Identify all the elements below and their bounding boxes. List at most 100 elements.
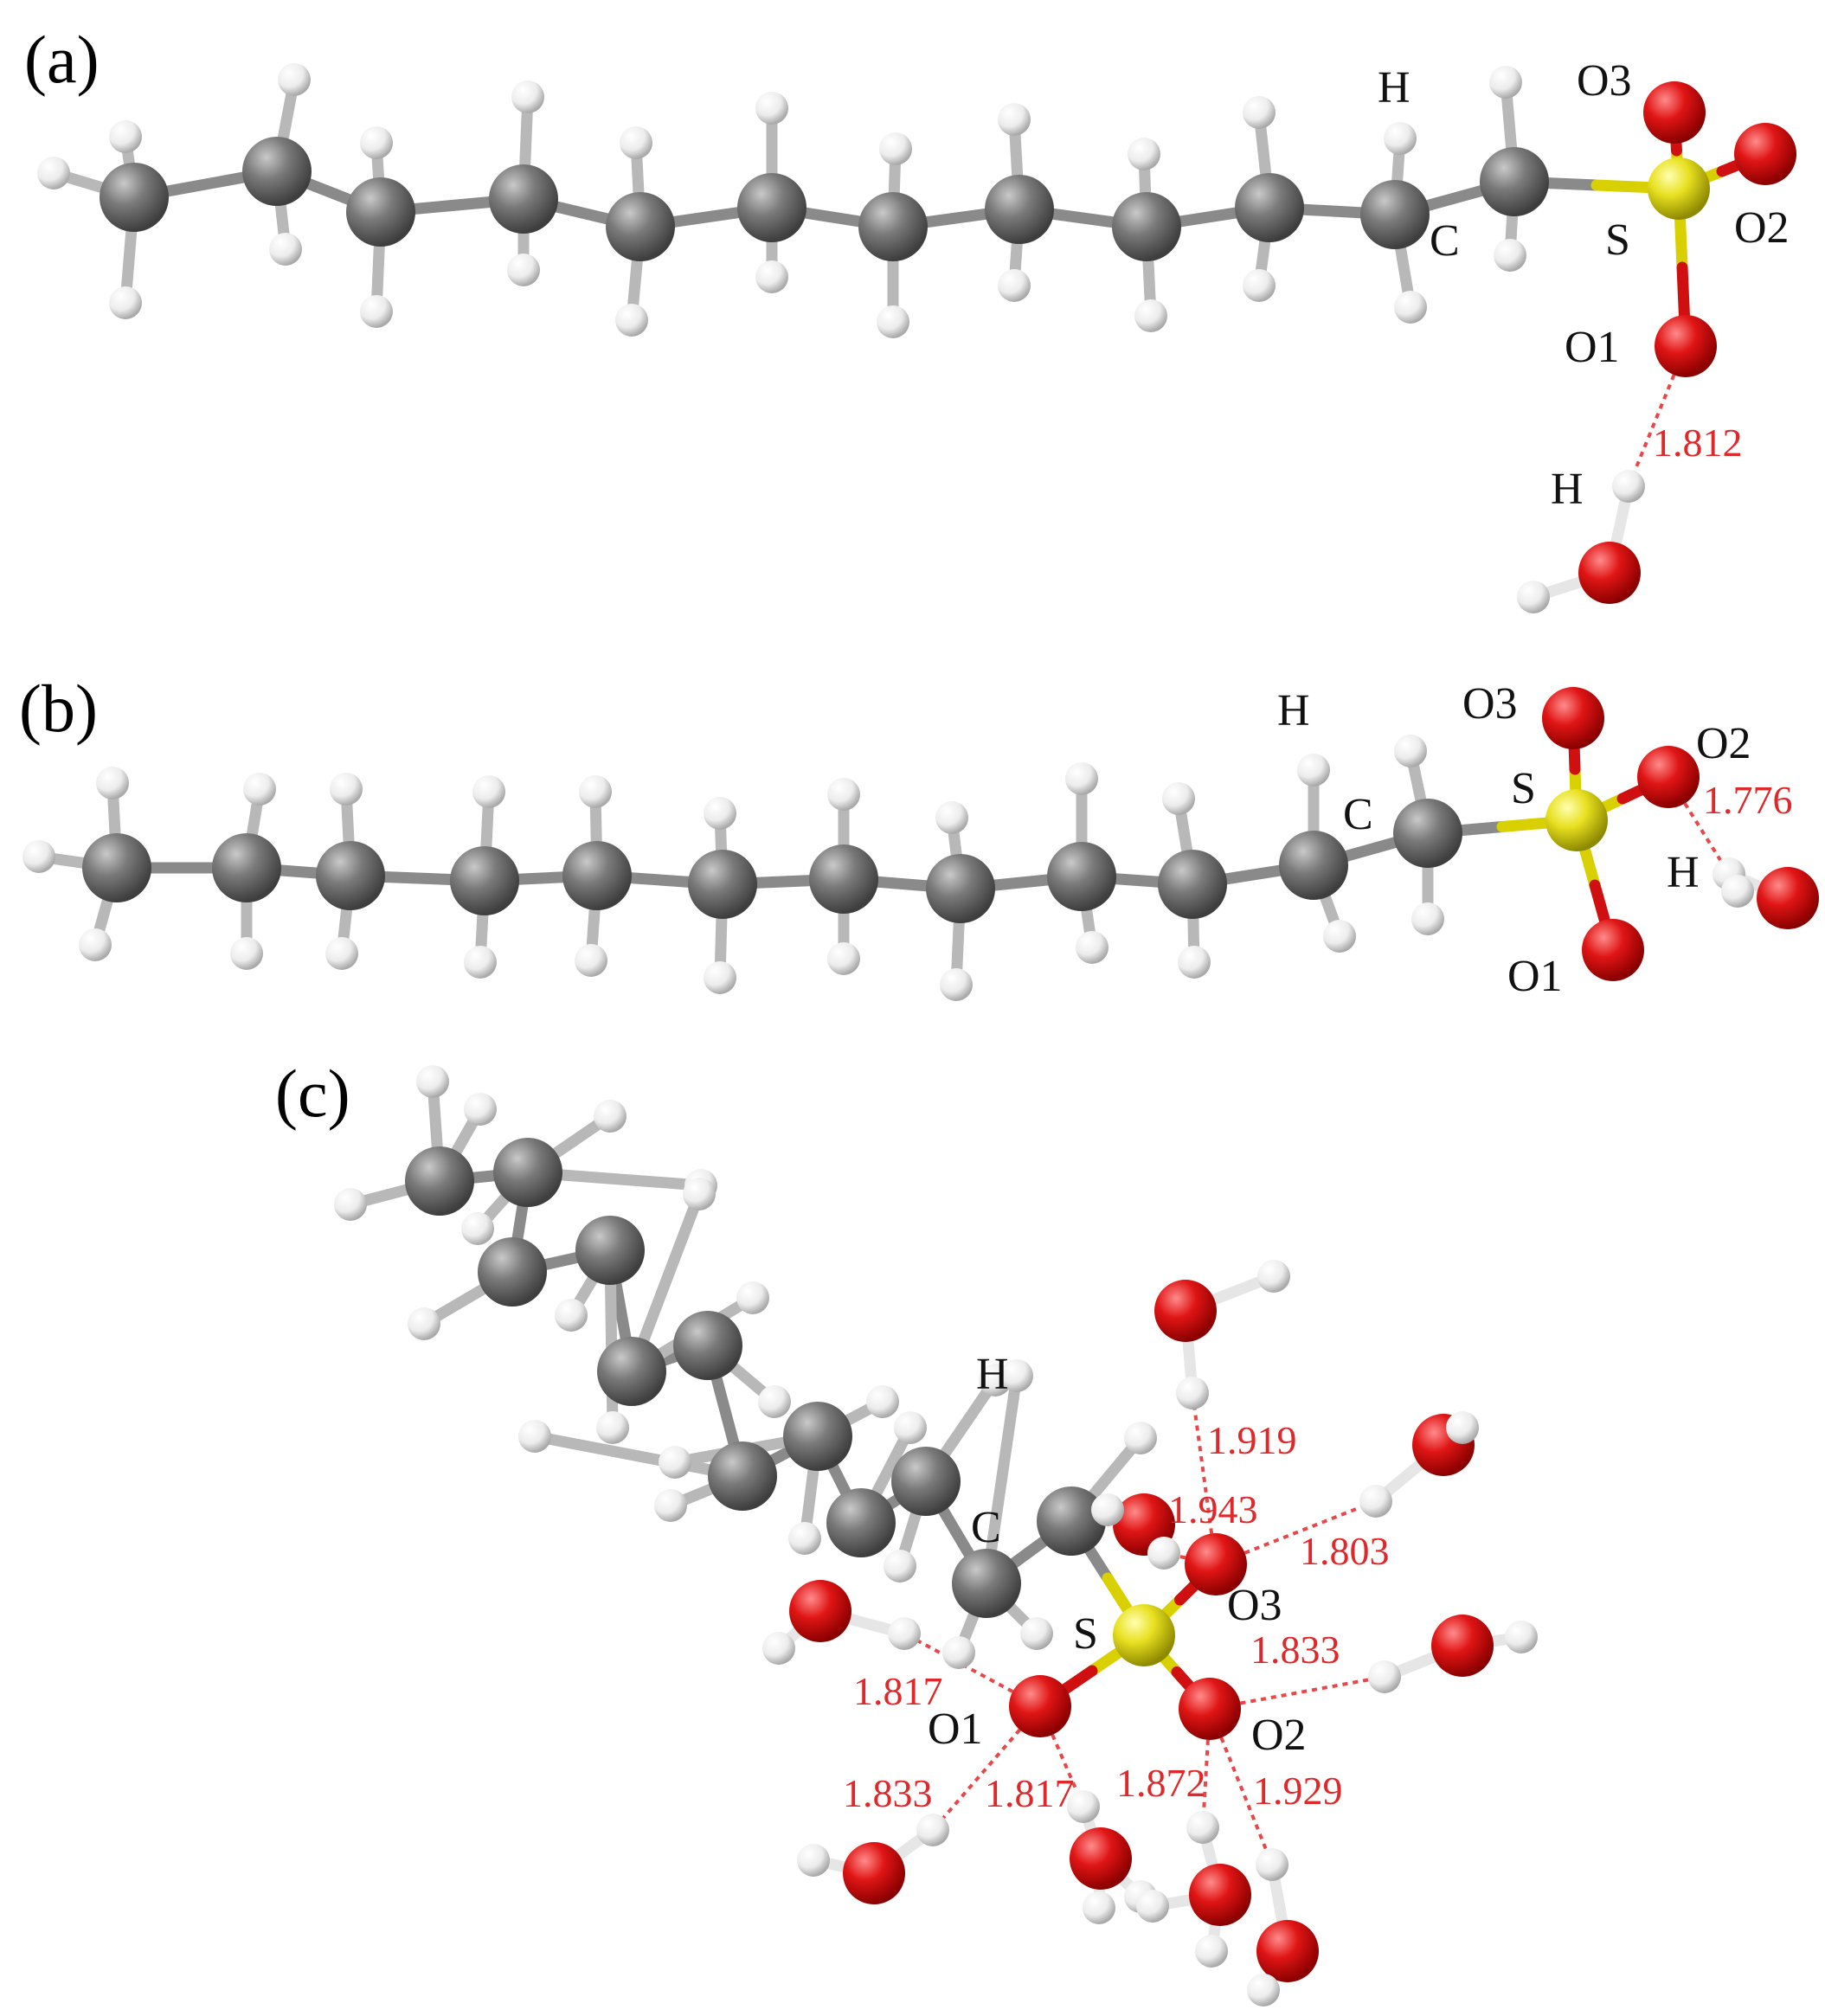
hbond-distance: 1.817: [853, 1669, 943, 1713]
atom-label-s: S: [1605, 215, 1630, 265]
hydrogen-atom: [1136, 1890, 1169, 1923]
oxygen-atom: [1757, 867, 1819, 929]
molecule-c: [334, 1065, 1538, 2006]
hydrogen-atom: [594, 1100, 627, 1133]
hydrogen-atom: [894, 1411, 927, 1444]
hydrogen-atom: [704, 961, 736, 994]
hydrogen-atom: [1384, 122, 1417, 155]
hydrogen-bond: [1209, 1675, 1385, 1711]
hydrogen-atom: [555, 1299, 588, 1332]
atoms: [22, 687, 1819, 1001]
hydrogen-atom: [334, 1188, 367, 1221]
panel-a: (a) H C S O3 O2 O1 H 1.812: [24, 22, 1796, 613]
hydrogen-atom: [942, 1636, 975, 1669]
hydrogen-atom: [1124, 1422, 1157, 1454]
hbond-distance: 1.817: [985, 1771, 1075, 1815]
hbond-distance: 1.919: [1207, 1418, 1297, 1462]
carbon-atom: [100, 163, 169, 232]
hydrogen-bond: [1215, 1499, 1377, 1566]
oxygen-atom: [1578, 542, 1641, 604]
hydrogen-atom: [1394, 291, 1427, 324]
carbon-atom: [212, 833, 281, 902]
oxygen-atom: [1643, 81, 1706, 144]
carbon-atom: [926, 854, 995, 923]
hydrogen-atom: [998, 269, 1031, 302]
molecule-b: [22, 687, 1819, 1001]
carbon-atom: [1360, 180, 1430, 249]
hbond-distance: 1.929: [1253, 1769, 1343, 1813]
carbon-atom: [809, 844, 878, 914]
hydrogen-atom: [575, 944, 607, 977]
oxygen-atom: [1070, 1827, 1132, 1890]
hydrogen-atom: [37, 157, 70, 189]
hydrogen-atom: [877, 305, 909, 338]
oxygen-atom: [1655, 315, 1717, 377]
hydrogen-atom: [269, 233, 302, 266]
hydrogen-atom: [579, 775, 612, 808]
hydrogen-atom: [330, 773, 363, 806]
carbon-atom: [708, 1441, 777, 1511]
hydrogen-atom: [1494, 239, 1526, 272]
hydrogen-atom: [416, 1065, 449, 1098]
hydrogen-atom: [507, 254, 540, 286]
sulfur-atom: [1648, 157, 1710, 220]
carbon-atom: [1158, 850, 1227, 919]
carbon-atom: [985, 175, 1054, 244]
panel-label-a: (a): [24, 22, 100, 97]
hydrogen-atom: [758, 1385, 791, 1418]
hydrogen-atom: [1323, 920, 1356, 953]
hydrogen-atom: [762, 1632, 795, 1665]
carbon-atom: [242, 137, 312, 206]
hydrogen-atom: [1091, 1493, 1124, 1526]
atom-label-o1: O1: [1565, 323, 1620, 372]
hydrogen-bond: [931, 1705, 1042, 1832]
hydrogen-atom: [360, 126, 393, 159]
hydrogen-atom: [1076, 931, 1108, 964]
hbond-distance: 1.943: [1168, 1487, 1258, 1531]
carbon-atom: [346, 177, 415, 247]
carbon-atom: [405, 1146, 474, 1216]
hydrogen-atom: [683, 1178, 716, 1210]
carbon-atom: [1393, 799, 1462, 868]
panel-label-c: (c): [275, 1056, 350, 1131]
hydrogen-atom: [879, 132, 912, 165]
molecule-a: [37, 63, 1796, 613]
sulfur-atom: [1113, 1604, 1175, 1666]
atom-label-o1: O1: [928, 1705, 983, 1754]
hydrogen-atom: [230, 937, 263, 970]
atom-label-o2: O2: [1696, 719, 1751, 768]
bonds: [33, 712, 1794, 991]
oxygen-atom: [1179, 1678, 1241, 1740]
hydrogen-atom: [755, 92, 788, 125]
hydrogen-atom: [1243, 96, 1276, 129]
hydrogen-atom: [1147, 1537, 1180, 1570]
carbon-atom: [316, 841, 385, 910]
carbon-atom: [688, 850, 757, 919]
hydrogen-atom: [1020, 1617, 1053, 1650]
hydrogen-atom: [736, 1281, 769, 1314]
panel-b: (b) H C S O3 O2 O1 H 1.776: [19, 671, 1819, 1001]
oxygen-atom: [843, 1842, 905, 1904]
hydrogen-atom: [1128, 138, 1160, 170]
hydrogen-atom: [884, 1550, 916, 1583]
hydrogen-atom: [916, 1814, 949, 1846]
hydrogen-atom: [79, 928, 112, 961]
hydrogen-atom: [866, 1385, 899, 1418]
carbon-atom: [1037, 1486, 1106, 1556]
hydrogen-atom: [109, 286, 142, 319]
atom-label-h: H: [1378, 63, 1411, 112]
hydrogen-atom: [1162, 782, 1195, 815]
hydrogen-atom: [109, 120, 142, 153]
hydrogen-atom: [1517, 581, 1550, 613]
hydrogen-atom: [518, 1420, 551, 1453]
hydrogen-atom: [472, 775, 505, 808]
bond: [529, 1430, 749, 1482]
hydrogen-bond: [1208, 1708, 1274, 1865]
hydrogen-atom: [464, 1093, 497, 1126]
oxygen-atom: [1542, 687, 1604, 749]
hydrogen-atom: [96, 767, 129, 799]
hydrogen-atom: [22, 840, 55, 873]
atoms: [37, 63, 1796, 613]
hydrogen-atom: [827, 942, 860, 975]
atom-label-water-h: H: [1667, 848, 1700, 897]
